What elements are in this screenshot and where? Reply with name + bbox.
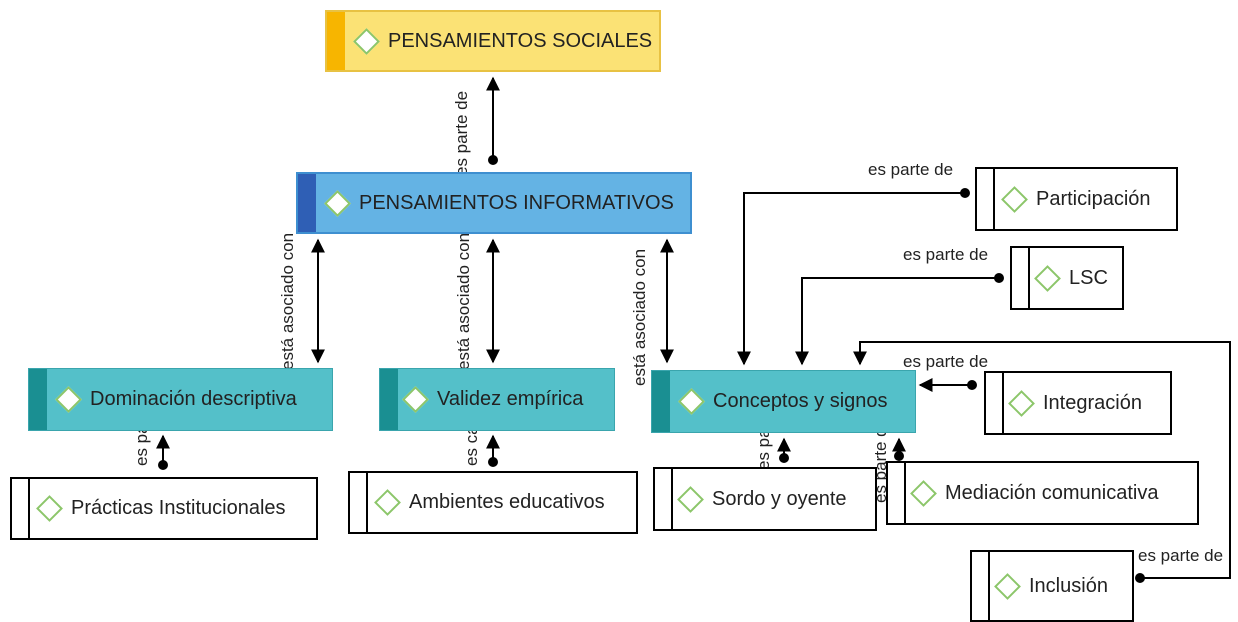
diamond-icon: [36, 495, 63, 522]
node-participacion[interactable]: Participación: [975, 167, 1178, 231]
relation-label-parte-participacion: es parte de: [868, 160, 954, 179]
node-label: Sordo y oyente: [712, 487, 847, 510]
node-stripe: [29, 369, 47, 430]
node-label: PENSAMIENTOS INFORMATIVOS: [359, 191, 674, 214]
node-lsc[interactable]: LSC: [1010, 246, 1124, 310]
relation-label-es-parte-top: es parte de: [452, 90, 471, 176]
relation-label-parte-lsc: es parte de: [903, 245, 989, 264]
node-stripe: [380, 369, 398, 430]
diamond-icon: [324, 189, 351, 217]
node-stripe: [652, 371, 670, 432]
diamond-icon: [55, 386, 82, 413]
node-label: Validez empírica: [437, 388, 584, 410]
diamond-icon: [374, 489, 401, 516]
node-stripe: [977, 169, 995, 229]
edge-dot: [960, 188, 970, 198]
diamond-icon: [353, 27, 380, 55]
edge-dot: [488, 155, 498, 165]
edge-lsc-conceptos: [795, 277, 999, 366]
node-label: Integración: [1043, 391, 1142, 414]
node-label: Prácticas Institucionales: [71, 497, 286, 519]
edge-dot: [158, 460, 168, 470]
node-sordo-y-oyente[interactable]: Sordo y oyente: [653, 467, 877, 531]
relation-label-asociado-3: está asociado con: [630, 248, 649, 386]
relation-label-asociado-1: está asociado con: [278, 232, 297, 370]
node-label: PENSAMIENTOS SOCIALES: [388, 29, 653, 52]
node-stripe: [327, 12, 345, 70]
edge-dot: [967, 380, 977, 390]
node-mediacion-comunicativa[interactable]: Mediación comunicativa: [886, 461, 1199, 525]
diamond-icon: [1001, 185, 1028, 213]
relation-label-asociado-2: está asociado con: [454, 232, 473, 370]
diamond-icon: [994, 572, 1021, 600]
edge-dot: [779, 453, 789, 463]
node-label: Conceptos y signos: [713, 390, 888, 412]
node-label: Ambientes educativos: [409, 491, 605, 513]
diamond-icon: [910, 479, 937, 507]
node-stripe: [298, 174, 316, 232]
node-pensamientos-informativos[interactable]: PENSAMIENTOS INFORMATIVOS: [296, 172, 692, 234]
edge-inclusion-conceptos: [853, 341, 1231, 579]
node-inclusion[interactable]: Inclusión: [970, 550, 1134, 622]
edge-dot: [488, 457, 498, 467]
diamond-icon: [1034, 264, 1061, 292]
node-stripe: [1012, 248, 1030, 308]
node-label: Mediación comunicativa: [945, 481, 1159, 504]
node-practicas-institucionales[interactable]: Prácticas Institucionales: [10, 477, 318, 540]
diamond-icon: [402, 386, 429, 413]
node-label: Participación: [1036, 187, 1151, 210]
node-stripe: [888, 463, 906, 523]
node-ambientes-educativos[interactable]: Ambientes educativos: [348, 471, 638, 534]
node-stripe: [350, 473, 368, 532]
edge-dot: [1135, 573, 1145, 583]
edge-dot: [894, 451, 904, 461]
node-stripe: [972, 552, 990, 620]
node-label: Dominación descriptiva: [90, 388, 297, 410]
node-integracion[interactable]: Integración: [984, 371, 1172, 435]
relation-label-parte-inclusion: es parte de: [1138, 546, 1224, 565]
node-validez-empirica[interactable]: Validez empírica: [379, 368, 615, 431]
node-stripe: [655, 469, 673, 529]
edge-participacion-conceptos: [737, 192, 965, 366]
diamond-icon: [1008, 389, 1035, 417]
node-label: Inclusión: [1029, 574, 1108, 597]
relation-label-parte-integracion: es parte de: [903, 352, 989, 371]
node-dominacion-descriptiva[interactable]: Dominación descriptiva: [28, 368, 333, 431]
diamond-icon: [678, 388, 705, 415]
node-pensamientos-sociales[interactable]: PENSAMIENTOS SOCIALES: [325, 10, 661, 72]
node-label: LSC: [1069, 266, 1108, 289]
node-stripe: [986, 373, 1004, 433]
node-stripe: [12, 479, 30, 538]
diamond-icon: [677, 485, 704, 513]
node-conceptos-y-signos[interactable]: Conceptos y signos: [651, 370, 916, 433]
edge-dot: [994, 273, 1004, 283]
